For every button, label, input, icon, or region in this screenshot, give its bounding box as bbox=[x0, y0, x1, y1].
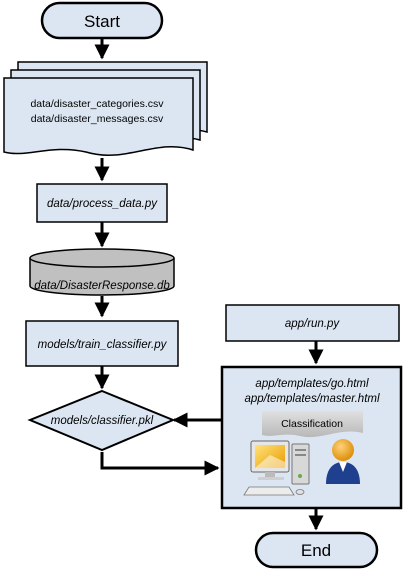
model-label: models/classifier.pkl bbox=[51, 415, 154, 427]
computer-icon bbox=[243, 440, 310, 496]
end-terminal: End bbox=[254, 531, 379, 569]
app-run-label: app/run.py bbox=[285, 318, 341, 330]
input-file-2: data/disaster_messages.csv bbox=[31, 113, 164, 125]
end-label: End bbox=[301, 541, 331, 560]
start-label: Start bbox=[84, 12, 120, 31]
web-app-panel: app/templates/go.html app/templates/mast… bbox=[220, 365, 403, 510]
template-go-label: app/templates/go.html bbox=[255, 378, 369, 390]
app-run-step: app/run.py bbox=[225, 304, 400, 342]
process-data-step: data/process_data.py bbox=[36, 183, 168, 223]
train-classifier-label: models/train_classifier.py bbox=[38, 339, 168, 351]
arrow-model-to-app bbox=[100, 452, 220, 476]
database-cylinder: data/DisasterResponse.db bbox=[29, 248, 175, 296]
start-terminal: Start bbox=[40, 1, 164, 40]
input-files-documents: data/disaster_categories.csv data/disast… bbox=[3, 61, 208, 156]
input-file-1: data/disaster_categories.csv bbox=[30, 98, 164, 110]
user-icon bbox=[326, 439, 360, 484]
database-label: data/DisasterResponse.db bbox=[34, 280, 170, 292]
model-decision-diamond: models/classifier.pkl bbox=[27, 389, 176, 452]
template-master-label: app/templates/master.html bbox=[244, 393, 380, 405]
connectors bbox=[94, 38, 324, 531]
classification-label: Classification bbox=[281, 418, 343, 430]
train-classifier-step: models/train_classifier.py bbox=[25, 320, 179, 367]
classification-banner: Classification bbox=[262, 411, 363, 438]
process-data-label: data/process_data.py bbox=[47, 198, 158, 210]
